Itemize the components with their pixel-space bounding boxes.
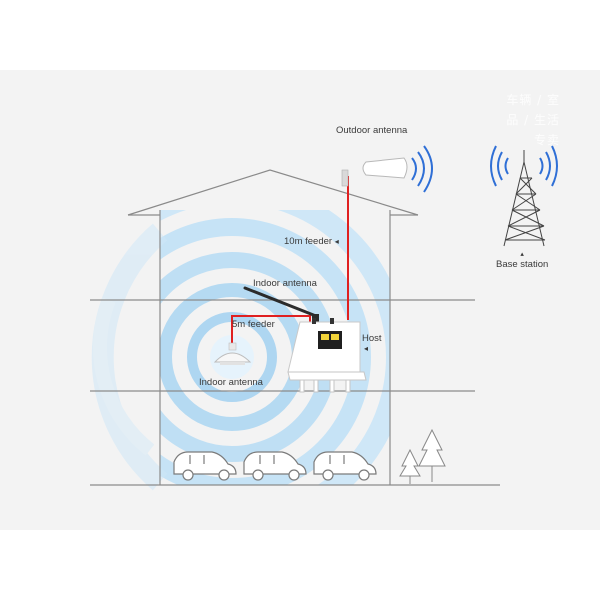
tree-icon-small	[399, 448, 421, 484]
diagram-svg	[90, 145, 558, 491]
base-station-signal-icon	[490, 145, 558, 187]
base-station-tower-icon	[503, 150, 546, 247]
car-icon-3	[313, 451, 377, 481]
outdoor-antenna-label: Outdoor antenna	[336, 125, 408, 136]
watermark: 车辆 / 室 品 / 生活 专卖	[506, 90, 560, 150]
watermark-line-3: 专卖	[533, 133, 560, 147]
car-icon-2	[243, 451, 307, 481]
ceiling-antenna-icon	[213, 342, 252, 365]
base-station-label: ▴ Base station	[496, 250, 548, 270]
feeder-10m-arrow: ◂	[334, 237, 339, 246]
car-icon-1	[173, 451, 237, 481]
watermark-line-2: 品 / 生活	[506, 113, 560, 127]
host-repeater-icon	[287, 318, 361, 373]
watermark-line-1: 车辆 / 室	[506, 93, 560, 107]
tree-icon-large	[418, 428, 446, 482]
base-station-arrow: ▴	[520, 251, 524, 258]
indoor-antenna-top-label: Indoor antenna	[253, 278, 317, 289]
coverage-rings-outside	[91, 223, 168, 491]
host-table	[287, 371, 367, 393]
feeder-10m-label: 10m feeder ◂	[284, 236, 339, 247]
host-text: Host	[362, 333, 382, 344]
indoor-antenna-bottom-label: Indoor antenna	[199, 377, 263, 388]
diagram-canvas: Outdoor antenna 10m feeder ◂ Indoor ante…	[0, 70, 600, 530]
host-label: Host ◂	[362, 333, 382, 353]
feeder-5m-label: 5m feeder	[232, 319, 275, 330]
feeder-10m-text: 10m feeder	[284, 236, 333, 247]
base-station-text: Base station	[496, 259, 549, 270]
feeder-cables	[231, 176, 349, 343]
house-roof	[127, 169, 419, 216]
outdoor-antenna-icon	[341, 145, 433, 193]
host-arrow: ◂	[364, 344, 369, 353]
